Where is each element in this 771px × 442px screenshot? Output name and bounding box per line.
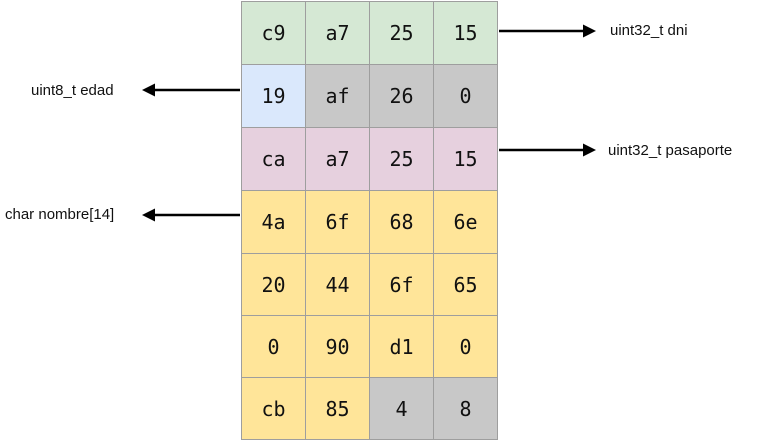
arrow-nombre [142, 208, 240, 222]
memory-cell: 85 [305, 377, 370, 440]
memory-cell: 0 [433, 64, 498, 128]
label-pasaporte: uint32_t pasaporte [608, 142, 733, 159]
memory-cell: 25 [369, 127, 434, 191]
arrow-edad [142, 83, 240, 97]
memory-cell: 0 [241, 315, 306, 378]
memory-cell: 15 [433, 127, 498, 191]
memory-cell: 4a [241, 190, 306, 254]
memory-cell: 68 [369, 190, 434, 254]
memory-cell: 90 [305, 315, 370, 378]
memory-cell: d1 [369, 315, 434, 378]
label-dni: uint32_t dni [610, 22, 688, 39]
memory-cell: 6f [369, 253, 434, 316]
memory-cell: 26 [369, 64, 434, 128]
memory-cell: af [305, 64, 370, 128]
memory-cell: 6f [305, 190, 370, 254]
label-edad: uint8_t edad [31, 82, 114, 99]
memory-cell: 0 [433, 315, 498, 378]
memory-cell: 6e [433, 190, 498, 254]
label-nombre: char nombre[14] [5, 206, 115, 223]
memory-cell: 8 [433, 377, 498, 440]
arrow-dni [499, 24, 596, 38]
memory-cell: c9 [241, 1, 306, 65]
memory-cell: 19 [241, 64, 306, 128]
memory-cell: 15 [433, 1, 498, 65]
arrow-pasaporte [499, 143, 596, 157]
